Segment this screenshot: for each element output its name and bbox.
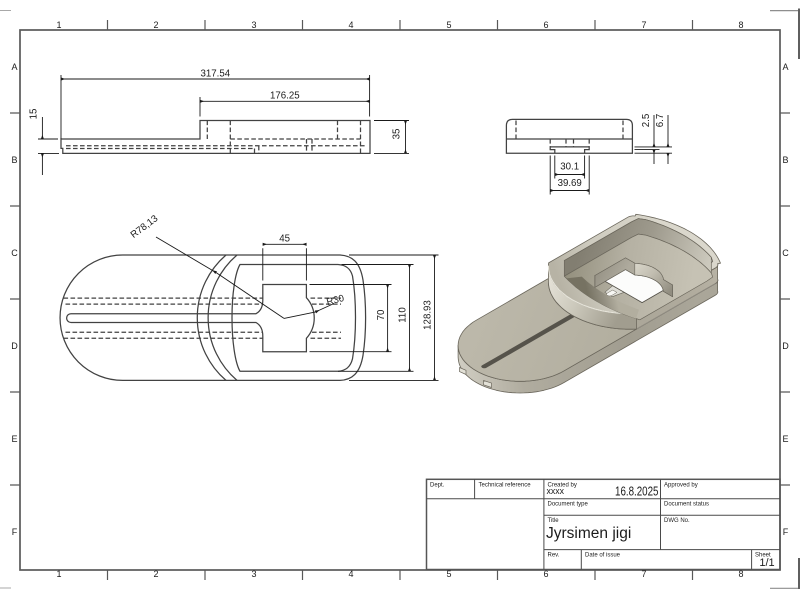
svg-text:110: 110 <box>398 307 409 323</box>
svg-text:B: B <box>11 155 17 165</box>
svg-text:8: 8 <box>738 20 743 30</box>
svg-text:Date of issue: Date of issue <box>585 553 621 559</box>
svg-text:C: C <box>782 248 789 258</box>
svg-text:Document type: Document type <box>548 502 589 508</box>
svg-text:Created by: Created by <box>548 483 577 489</box>
svg-text:2.5: 2.5 <box>641 114 652 127</box>
svg-text:6: 6 <box>543 569 548 579</box>
svg-text:16.8.2025: 16.8.2025 <box>615 485 659 499</box>
svg-text:4: 4 <box>348 20 353 30</box>
svg-text:D: D <box>782 341 789 351</box>
svg-text:35: 35 <box>391 129 402 140</box>
svg-text:1/1: 1/1 <box>759 557 774 569</box>
svg-text:2: 2 <box>153 20 158 30</box>
svg-text:Technical reference: Technical reference <box>479 483 532 489</box>
svg-text:F: F <box>12 527 18 537</box>
svg-text:1: 1 <box>56 20 61 30</box>
svg-text:A: A <box>11 62 17 72</box>
svg-text:F: F <box>783 527 789 537</box>
svg-text:3: 3 <box>251 20 256 30</box>
svg-text:4: 4 <box>348 569 353 579</box>
svg-text:7: 7 <box>641 20 646 30</box>
svg-text:6: 6 <box>543 20 548 30</box>
svg-text:39.69: 39.69 <box>558 178 582 189</box>
svg-text:Title: Title <box>548 518 560 524</box>
svg-text:Document status: Document status <box>664 502 709 508</box>
svg-text:176.25: 176.25 <box>270 91 300 102</box>
svg-text:Approved by: Approved by <box>664 483 698 489</box>
svg-text:DWG No.: DWG No. <box>664 518 690 524</box>
svg-text:E: E <box>782 434 788 444</box>
svg-text:2: 2 <box>153 569 158 579</box>
svg-text:317.54: 317.54 <box>200 68 230 79</box>
svg-text:1: 1 <box>56 569 61 579</box>
svg-text:70: 70 <box>376 309 387 320</box>
svg-text:7: 7 <box>641 569 646 579</box>
svg-text:xxxx: xxxx <box>547 486 565 497</box>
svg-text:3: 3 <box>251 569 256 579</box>
svg-text:C: C <box>11 248 18 258</box>
svg-text:Dept.: Dept. <box>430 483 445 489</box>
svg-text:6.7: 6.7 <box>655 114 666 127</box>
svg-text:8: 8 <box>738 569 743 579</box>
svg-text:15: 15 <box>28 109 39 120</box>
svg-text:128.93: 128.93 <box>423 300 434 330</box>
svg-text:30.1: 30.1 <box>560 162 579 173</box>
svg-text:5: 5 <box>446 569 451 579</box>
svg-text:D: D <box>11 341 18 351</box>
svg-text:B: B <box>782 155 788 165</box>
svg-text:Jyrsimen jigi: Jyrsimen jigi <box>546 525 631 542</box>
svg-text:R30: R30 <box>325 293 345 308</box>
svg-text:A: A <box>782 62 788 72</box>
svg-text:Rev.: Rev. <box>548 553 560 559</box>
svg-text:45: 45 <box>279 234 290 245</box>
svg-text:E: E <box>11 434 17 444</box>
svg-text:5: 5 <box>446 20 451 30</box>
svg-text:Sheet: Sheet <box>755 553 771 559</box>
